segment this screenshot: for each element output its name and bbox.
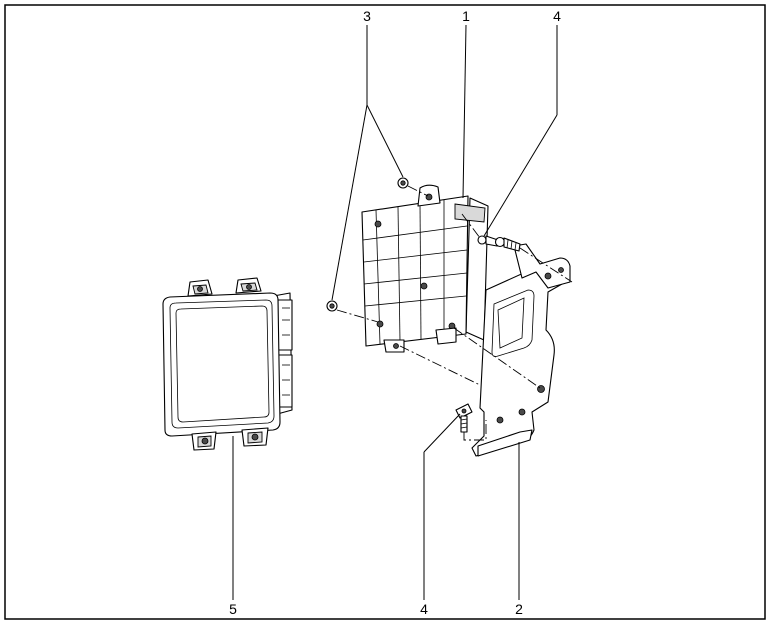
leader-4-bottom [423, 413, 461, 453]
callout-2: 2 [515, 601, 523, 617]
callout-1: 1 [462, 8, 470, 24]
bracket-plate [471, 260, 563, 457]
leader-lines [232, 24, 558, 600]
callout-5: 5 [229, 601, 237, 617]
diagram-frame [4, 4, 766, 620]
assembly-lines [336, 185, 573, 441]
bracket-upper-arm [513, 243, 571, 289]
module-housing [162, 292, 281, 437]
control-unit-part-1 [361, 184, 489, 353]
callout-3: 3 [363, 8, 371, 24]
bolt-lower-part-4 [455, 403, 473, 433]
bolt-upper-part-4 [477, 235, 521, 252]
module-part-5 [162, 277, 293, 451]
callout-4-bottom: 4 [420, 601, 428, 617]
module-connector-upper [277, 299, 293, 351]
leader-1 [462, 24, 467, 199]
leader-3-upper [366, 104, 404, 178]
callout-4-top: 4 [553, 8, 561, 24]
nut-left-part-3 [326, 300, 338, 312]
bracket-part-2 [471, 243, 571, 457]
leader-4-top [483, 114, 558, 237]
nut-upper-part-3 [397, 177, 409, 189]
leader-3-lower [331, 104, 368, 301]
